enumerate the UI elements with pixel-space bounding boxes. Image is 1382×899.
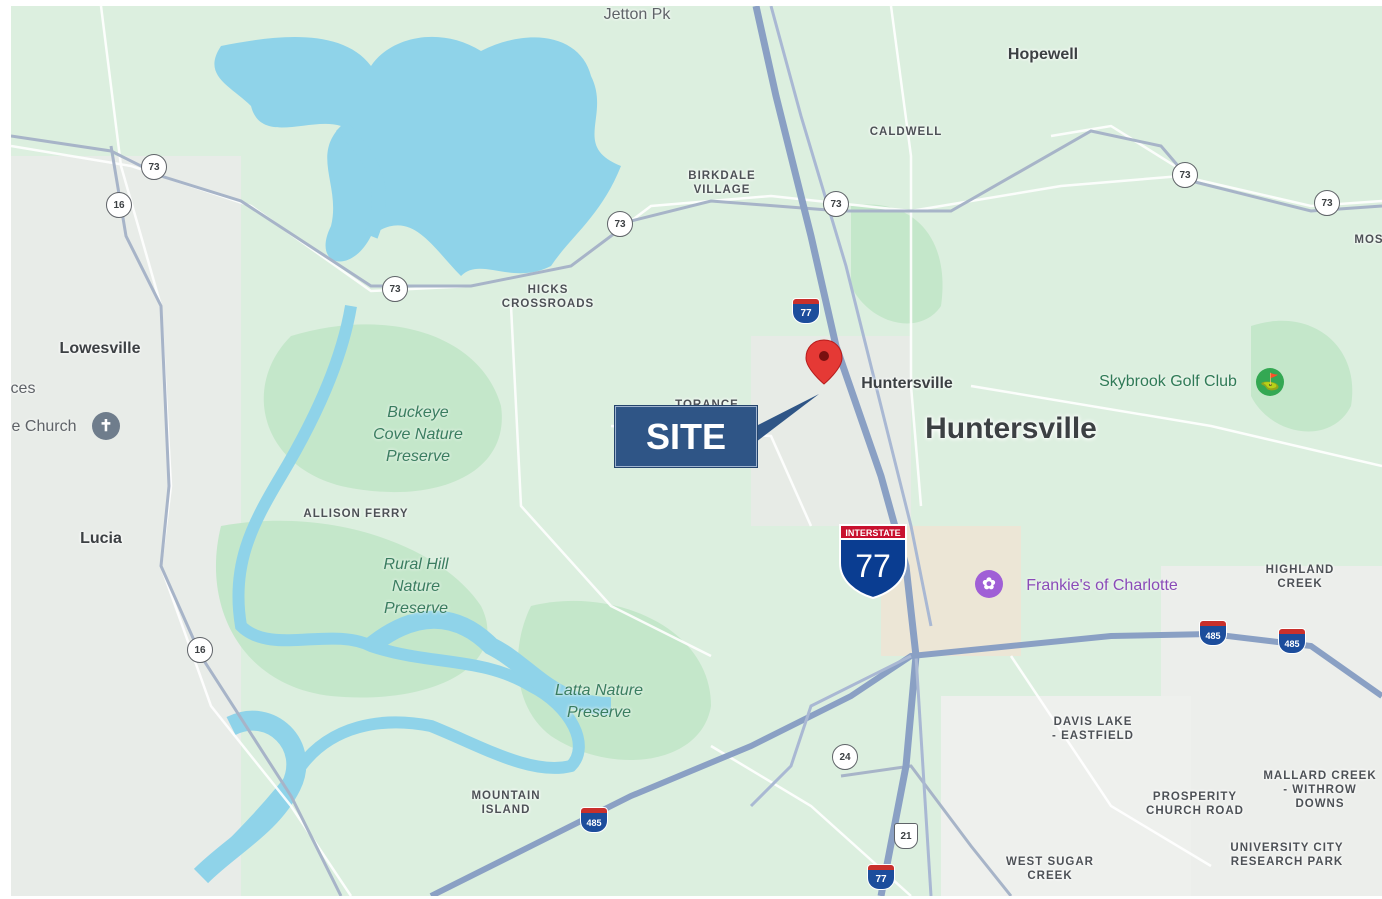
svg-text:INTERSTATE: INTERSTATE — [845, 528, 900, 538]
place-hopewell: Hopewell — [1007, 46, 1079, 63]
nc73-shield-icon: 73 — [607, 211, 633, 237]
place-huntersville-small: Huntersville — [861, 375, 953, 392]
poi-frankies-of-charlotte[interactable]: Frankie's of Charlotte — [1026, 577, 1178, 594]
place-highland-creek: HIGHLAND CREEK — [1265, 564, 1335, 590]
place-birkdale-village: BIRKDALE VILLAGE — [688, 170, 756, 196]
place-university-city: UNIVERSITY CITY RESEARCH PARK — [1230, 842, 1344, 868]
nc73-shield-icon: 73 — [141, 154, 167, 180]
nc16-shield-icon: 16 — [106, 192, 132, 218]
place-hicks-crossroads: HICKS CROSSROADS — [501, 284, 595, 310]
us21-shield-icon: 21 — [894, 823, 918, 849]
park-latta: Latta Nature Preserve — [554, 682, 644, 721]
poi-skybrook-golf-club[interactable]: Skybrook Golf Club — [1099, 373, 1237, 390]
site-callout-label: SITE — [614, 405, 758, 468]
place-lowesville: Lowesville — [59, 340, 141, 357]
place-mos: MOS — [1354, 234, 1382, 246]
place-allison-ferry: ALLISON FERRY — [303, 508, 409, 520]
interstate-77-large-shield-icon: INTERSTATE 77 — [836, 523, 910, 599]
place-davis-lake-eastfield: DAVIS LAKE - EASTFIELD — [1052, 716, 1134, 742]
golf-icon[interactable]: ⛳ — [1256, 368, 1284, 396]
place-ces: ces — [11, 380, 36, 397]
i485-shield-icon: 485 — [1199, 620, 1227, 646]
amusement-icon[interactable]: ✿ — [975, 570, 1003, 598]
place-mallard-creek: MALLARD CREEK - WITHROW DOWNS — [1263, 770, 1377, 810]
place-lucia: Lucia — [80, 530, 122, 547]
i77-shield-icon: 77 — [792, 298, 820, 324]
nc24-shield-icon: 24 — [832, 744, 858, 770]
park-buckeye-cove: Buckeye Cove Nature Preserve — [373, 404, 463, 465]
nc73-shield-icon: 73 — [1172, 162, 1198, 188]
place-jetton-pk: Jetton Pk — [603, 6, 671, 23]
nc73-shield-icon: 73 — [1314, 190, 1340, 216]
poi-church[interactable]: e Church — [11, 418, 77, 435]
place-mountain-island: MOUNTAIN ISLAND — [471, 790, 541, 816]
map-canvas[interactable]: Jetton Pk Hopewell CALDWELL BIRKDALE VIL… — [11, 6, 1382, 896]
map-graphics — [11, 6, 1382, 896]
park-rural-hill: Rural Hill Nature Preserve — [383, 556, 449, 617]
location-pin-icon — [805, 339, 843, 385]
i485-shield-icon: 485 — [580, 807, 608, 833]
place-huntersville-big: Huntersville — [925, 412, 1097, 445]
i77-shield-icon: 77 — [867, 864, 895, 890]
church-icon[interactable]: ✝ — [92, 412, 120, 440]
svg-text:77: 77 — [855, 548, 891, 584]
i485-shield-icon: 485 — [1278, 628, 1306, 654]
nc73-shield-icon: 73 — [382, 276, 408, 302]
place-west-sugar-creek: WEST SUGAR CREEK — [1006, 856, 1094, 882]
place-caldwell: CALDWELL — [869, 126, 943, 138]
nc73-shield-icon: 73 — [823, 191, 849, 217]
nc16-shield-icon: 16 — [187, 637, 213, 663]
place-prosperity-church-road: PROSPERITY CHURCH ROAD — [1146, 791, 1244, 817]
